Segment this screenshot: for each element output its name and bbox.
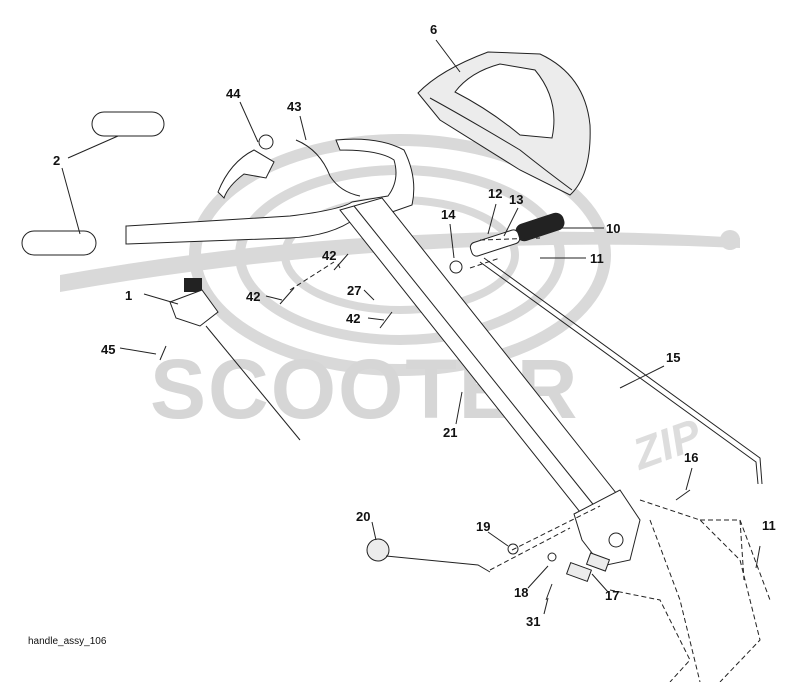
callout-11a: 11 [590,251,604,266]
callout-42c: 42 [346,311,360,326]
callout-2: 2 [53,153,60,168]
diagram-filename: handle_assy_106 [28,636,107,647]
watermark-suffix: ZIP [625,410,709,480]
handle-grips [21,111,165,256]
hardware [159,237,745,601]
callout-42a: 42 [246,289,260,304]
callout-1: 1 [125,288,132,303]
chassis-outline [609,499,771,683]
shift-bracket [169,278,301,441]
callout-16: 16 [684,450,698,465]
callout-6: 6 [430,22,437,37]
callout-44: 44 [226,86,241,101]
callout-21: 21 [443,425,457,440]
lower-bracket [573,489,641,567]
gear-lever [366,538,491,573]
callout-11b: 11 [762,518,776,533]
callout-12: 12 [488,186,502,201]
callout-42b: 42 [322,248,336,263]
callout-43: 43 [287,99,301,114]
hood-cover [417,51,591,196]
control-knob [469,212,565,257]
callout-18: 18 [514,585,528,600]
callout-10: 10 [606,221,620,236]
callout-15: 15 [666,350,680,365]
callout-17: 17 [605,588,619,603]
leader-lines [61,39,761,615]
callout-19: 19 [476,519,490,534]
throttle-lever [217,134,361,199]
callout-13: 13 [509,192,523,207]
callout-31: 31 [526,614,540,629]
control-rod [479,257,763,485]
callout-labels: 1 2 6 10 11 11 12 13 14 15 16 17 18 19 2… [53,22,776,629]
callout-45: 45 [101,342,115,357]
callout-27: 27 [347,283,361,298]
callout-14: 14 [441,207,456,222]
callout-20: 20 [356,509,370,524]
